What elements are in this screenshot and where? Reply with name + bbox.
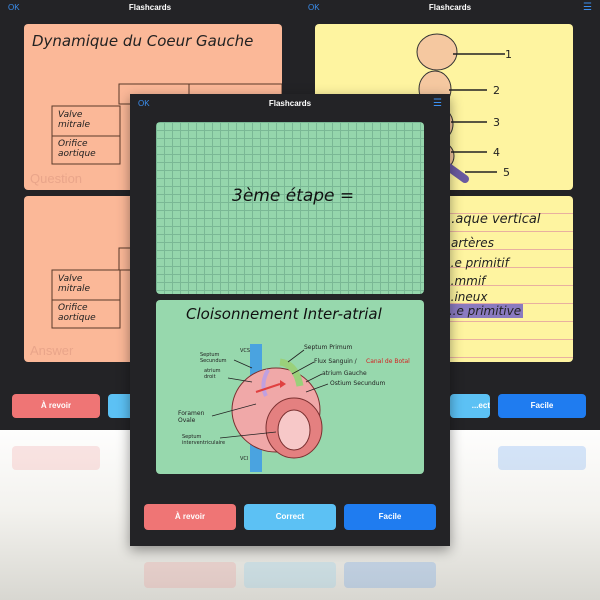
label-vcs: VCS bbox=[240, 348, 251, 354]
answer-line-3: ...mmif bbox=[443, 274, 486, 288]
answer-label: Answer bbox=[30, 343, 74, 358]
menu-icon[interactable]: ☰ bbox=[433, 98, 442, 109]
question-label: Question bbox=[30, 171, 83, 186]
answer-heading: ...aque vertical bbox=[443, 212, 541, 227]
label-canal-botal: Canal de Botal bbox=[366, 358, 410, 365]
correct-button[interactable]: ...ect bbox=[450, 394, 490, 418]
table-cell-orifice: Orifice aortique bbox=[58, 139, 96, 159]
window-title: Flashcards bbox=[268, 99, 312, 108]
label-foramen-ovale: Foramen Ovale bbox=[178, 410, 205, 424]
window-title: Flashcards bbox=[128, 3, 172, 12]
answer-line-2: ...e primitif bbox=[443, 256, 509, 270]
main-window: OK Flashcards ☰ 3ème étape = Cloisonneme… bbox=[130, 94, 450, 546]
reflection-revoir bbox=[12, 446, 100, 470]
label-atrium-droit: atrium droit bbox=[204, 368, 221, 380]
label-vci: VCI bbox=[240, 456, 249, 462]
reflection-facile bbox=[498, 446, 586, 470]
label-ostium-secundum: Ostium Secundum bbox=[330, 380, 386, 387]
left-titlebar: OK Flashcards bbox=[0, 0, 300, 16]
main-titlebar: OK Flashcards ☰ bbox=[130, 94, 450, 114]
answer-cell-valve: Valve mitrale bbox=[58, 274, 91, 294]
answer-line-4: ...ineux bbox=[443, 290, 488, 304]
right-titlebar: OK Flashcards ☰ bbox=[300, 0, 600, 16]
facile-button[interactable]: Facile bbox=[344, 504, 436, 530]
table-cell-valve: Valve mitrale bbox=[58, 110, 91, 130]
question-heading: Dynamique du Coeur Gauche bbox=[32, 32, 254, 50]
reflection-main-facile bbox=[344, 562, 436, 588]
label-atrium-gauche: atrium Gauche bbox=[322, 370, 367, 377]
label-septum-secundum: Septum Secundum bbox=[200, 352, 227, 364]
reflection-main-correct bbox=[244, 562, 336, 588]
heart-diagram bbox=[211, 344, 329, 472]
ok-button[interactable]: OK bbox=[8, 3, 20, 12]
reflection-main-revoir bbox=[144, 562, 236, 588]
ok-button[interactable]: OK bbox=[308, 3, 320, 12]
label-3: 3 bbox=[493, 116, 500, 129]
window-title: Flashcards bbox=[428, 3, 472, 12]
answer-heading: Cloisonnement Inter-atrial bbox=[186, 305, 382, 323]
answer-line-5: ...e primitive bbox=[443, 304, 524, 318]
label-4: 4 bbox=[493, 146, 500, 159]
question-card[interactable]: 3ème étape = bbox=[156, 122, 424, 294]
label-septum-primum: Septum Primum bbox=[304, 344, 353, 351]
answer-line-1: artères bbox=[451, 236, 494, 250]
ok-button[interactable]: OK bbox=[138, 99, 150, 108]
label-flux-sanguin: Flux Sanguin / bbox=[314, 358, 357, 365]
facile-button[interactable]: Facile bbox=[498, 394, 586, 418]
answer-card[interactable]: Cloisonnement Inter-atrial VCS Sept bbox=[156, 300, 424, 474]
question-text: 3ème étape = bbox=[232, 186, 355, 206]
answer-cell-orifice: Orifice aortique bbox=[58, 303, 96, 323]
label-1: 1 bbox=[505, 48, 512, 61]
label-2: 2 bbox=[493, 84, 500, 97]
revoir-button[interactable]: À revoir bbox=[144, 504, 236, 530]
label-septum-inter: Septum interventriculaire bbox=[182, 434, 226, 446]
menu-icon[interactable]: ☰ bbox=[583, 2, 592, 13]
revoir-button[interactable]: À revoir bbox=[12, 394, 100, 418]
label-5: 5 bbox=[503, 166, 510, 179]
correct-button[interactable]: Correct bbox=[244, 504, 336, 530]
